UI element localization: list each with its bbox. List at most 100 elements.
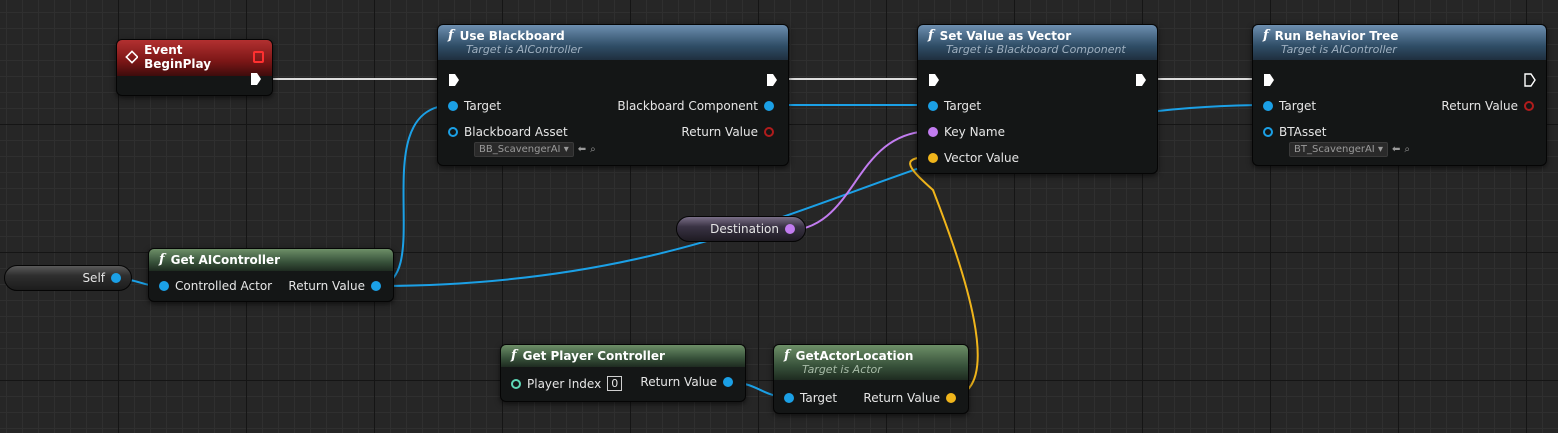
event-diamond-icon <box>125 50 139 64</box>
object-pin-dot <box>1263 101 1273 111</box>
exec-pin-icon <box>1524 73 1536 87</box>
set-value-vector-pin[interactable]: Vector Value <box>928 151 1019 165</box>
set-value-keyname-pin[interactable]: Key Name <box>928 125 1005 139</box>
get-player-controller-return-pin[interactable]: Return Value <box>640 375 733 389</box>
get-actor-location-node[interactable]: f GetActorLocation Target is Actor Targe… <box>773 344 969 414</box>
object-pin-dot <box>159 281 169 291</box>
name-pin-dot[interactable] <box>785 224 795 234</box>
blackboard-asset-combo[interactable]: BB_ScavengerAI ▾ ⬅ ⌕ <box>474 142 596 157</box>
set-value-as-vector-node[interactable]: f Set Value as Vector Target is Blackboa… <box>917 24 1158 174</box>
destination-node[interactable]: Destination <box>676 216 806 242</box>
get-aicontroller-title: Get AIController <box>170 252 281 267</box>
set-value-target-pin[interactable]: Target <box>928 99 981 113</box>
use-blackboard-target-pin[interactable]: Target <box>448 99 501 113</box>
pin-label: Blackboard Component <box>617 99 758 113</box>
object-pin-dot <box>371 281 381 291</box>
pin-label: Return Value <box>288 279 365 293</box>
wire-destination-keyname <box>783 130 934 232</box>
exec-pin-icon <box>929 74 939 86</box>
set-value-subtitle: Target is Blackboard Component <box>946 43 1126 56</box>
set-value-exec-in[interactable] <box>928 73 940 87</box>
use-blackboard-exec-in[interactable] <box>448 73 460 87</box>
function-icon: f <box>928 28 934 43</box>
pin-label: Target <box>464 99 502 113</box>
pin-label: Vector Value <box>944 151 1020 165</box>
bool-pin-dot <box>764 127 774 137</box>
get-aicontroller-return-pin[interactable]: Return Value <box>288 279 381 293</box>
use-blackboard-subtitle: Target is AIController <box>466 43 582 56</box>
asset-value: BT_ScavengerAI <box>1294 144 1375 155</box>
get-actor-location-target-pin[interactable]: Target <box>784 391 837 405</box>
bt-asset-combo[interactable]: BT_ScavengerAI ▾ ⬅ ⌕ <box>1289 142 1410 157</box>
use-blackboard-return-pin[interactable]: Return Value <box>681 125 774 139</box>
int-pin-dot <box>511 378 521 389</box>
use-blackboard-asset-pin[interactable]: Blackboard Asset <box>448 125 568 139</box>
asset-dropdown[interactable]: BB_ScavengerAI ▾ <box>474 142 574 157</box>
pin-label: Return Value <box>863 391 940 405</box>
pin-label: Key Name <box>944 125 1005 139</box>
pin-label: Target <box>1279 99 1317 113</box>
pin-label: Target <box>944 99 982 113</box>
search-icon[interactable]: ⌕ <box>590 144 596 155</box>
bool-pin-dot <box>1524 101 1534 111</box>
function-icon: f <box>511 348 517 363</box>
dropdown-icon: ▾ <box>1377 144 1383 155</box>
run-bt-subtitle: Target is AIController <box>1281 43 1397 56</box>
beginplay-exec-out-pin[interactable] <box>250 72 262 86</box>
exec-pin-icon <box>767 74 777 86</box>
asset-dropdown[interactable]: BT_ScavengerAI ▾ <box>1289 142 1388 157</box>
exec-pin-icon <box>1136 74 1146 86</box>
player-index-input[interactable]: 0 <box>607 376 623 391</box>
pin-label: Blackboard Asset <box>464 125 568 139</box>
asset-value: BB_ScavengerAI <box>479 144 561 155</box>
get-player-controller-title: Get Player Controller <box>522 348 665 363</box>
function-icon: f <box>448 28 454 43</box>
pin-label: Player Index <box>527 376 602 391</box>
run-bt-target-pin[interactable]: Target <box>1263 99 1316 113</box>
object-pin-dot <box>723 377 733 387</box>
get-actor-location-title: GetActorLocation <box>795 348 914 363</box>
get-actor-location-subtitle: Target is Actor <box>802 363 882 376</box>
self-node[interactable]: Self <box>4 265 132 291</box>
controlled-actor-pin[interactable]: Controlled Actor <box>159 279 272 293</box>
use-blackboard-title: Use Blackboard <box>459 28 565 43</box>
destination-label: Destination <box>710 222 779 236</box>
delegate-square-icon[interactable] <box>252 51 264 63</box>
use-blackboard-exec-out[interactable] <box>766 73 778 87</box>
run-bt-return-pin[interactable]: Return Value <box>1441 99 1534 113</box>
use-blackboard-node[interactable]: f Use Blackboard Target is AIController … <box>437 24 789 166</box>
asset-pin-dot <box>1263 127 1273 137</box>
object-pin-dot <box>928 101 938 111</box>
search-icon[interactable]: ⌕ <box>1404 144 1410 155</box>
function-icon: f <box>159 252 165 267</box>
event-beginplay-node[interactable]: Event BeginPlay <box>116 39 273 96</box>
object-pin-dot <box>784 393 794 403</box>
run-bt-exec-in[interactable] <box>1263 73 1275 87</box>
object-pin-dot <box>764 101 774 111</box>
asset-pin-dot <box>448 127 458 137</box>
run-bt-exec-out[interactable] <box>1524 73 1536 87</box>
browse-arrow-icon[interactable]: ⬅ <box>1391 144 1401 155</box>
pin-label: Target <box>800 391 838 405</box>
player-index-pin[interactable]: Player Index 0 <box>511 376 623 391</box>
pin-label: Controlled Actor <box>175 279 273 293</box>
object-pin-dot <box>448 101 458 111</box>
exec-pin-icon <box>1264 74 1274 86</box>
get-actor-location-return-pin[interactable]: Return Value <box>863 391 956 405</box>
run-behavior-tree-node[interactable]: f Run Behavior Tree Target is AIControll… <box>1252 24 1547 166</box>
browse-arrow-icon[interactable]: ⬅ <box>577 144 587 155</box>
set-value-exec-out[interactable] <box>1135 73 1147 87</box>
object-pin-dot[interactable] <box>111 273 121 283</box>
function-icon: f <box>1263 28 1269 43</box>
self-label: Self <box>82 271 105 285</box>
vector-pin-dot <box>946 393 956 403</box>
dropdown-icon: ▾ <box>563 144 569 155</box>
pin-label: BTAsset <box>1279 125 1327 139</box>
pin-label: Return Value <box>1441 99 1518 113</box>
run-bt-asset-pin[interactable]: BTAsset <box>1263 125 1326 139</box>
get-aicontroller-node[interactable]: f Get AIController Controlled Actor Retu… <box>148 248 394 302</box>
use-blackboard-component-pin[interactable]: Blackboard Component <box>617 99 774 113</box>
function-icon: f <box>784 348 790 363</box>
run-bt-title: Run Behavior Tree <box>1274 28 1399 43</box>
get-player-controller-node[interactable]: f Get Player Controller Player Index 0 R… <box>500 344 746 402</box>
